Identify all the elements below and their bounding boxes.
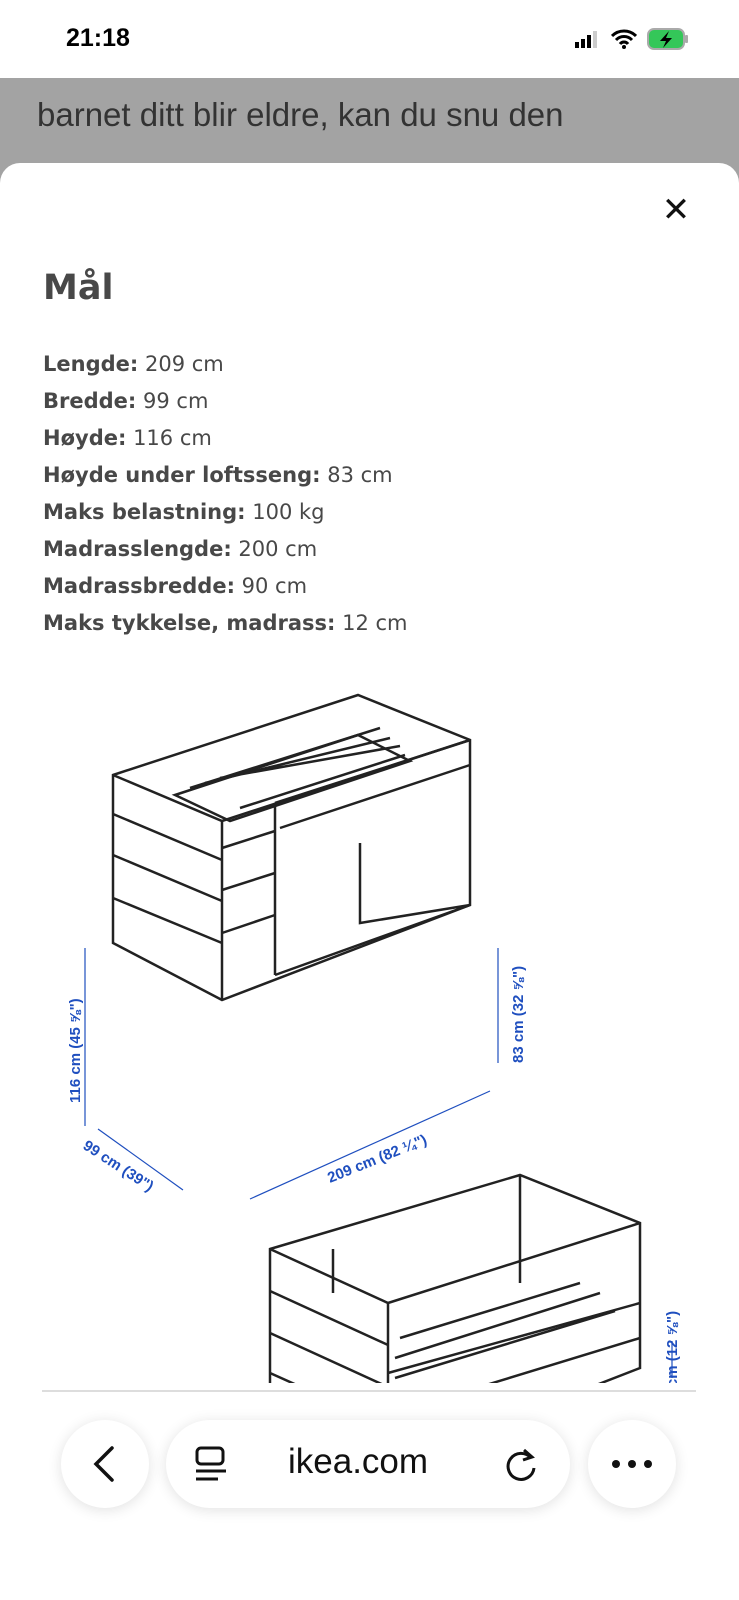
width-label: 99 cm (39") (80, 1137, 157, 1195)
spec-label: Maks belastning: (43, 500, 246, 524)
chevron-left-icon (93, 1446, 114, 1482)
signal-icon (575, 31, 597, 48)
spec-item: Maks belastning: 100 kg (43, 494, 408, 531)
spec-item: Lengde: 209 cm (43, 346, 408, 383)
length-label: 209 cm (82 ¼") (325, 1131, 429, 1186)
spec-label: Madrasslengde: (43, 537, 232, 561)
spec-value: 200 cm (238, 537, 318, 561)
more-icon (612, 1460, 652, 1468)
status-time: 21:18 (66, 24, 130, 52)
spec-item: Bredde: 99 cm (43, 383, 408, 420)
spec-item: Madrasslengde: 200 cm (43, 531, 408, 568)
low-height-label: 32 cm (12 ⅝") (664, 1311, 681, 1383)
status-bar: 21:18 (0, 0, 739, 78)
spec-label: Høyde: (43, 426, 127, 450)
spec-value: 90 cm (241, 574, 308, 598)
close-icon: ✕ (661, 190, 691, 230)
divider (42, 1390, 696, 1392)
spec-item: Høyde under loftsseng: 83 cm (43, 457, 408, 494)
dimension-lines (84, 948, 673, 1378)
spec-label: Bredde: (43, 389, 137, 413)
reader-icon (195, 1446, 226, 1481)
spec-item: Høyde: 116 cm (43, 420, 408, 457)
sheet-title: Mål (43, 268, 114, 308)
spec-item: Maks tykkelse, madrass: 12 cm (43, 605, 408, 642)
browser-toolbar: ikea.com (0, 1420, 739, 1510)
dimensions-sheet: ✕ Mål Lengde: 209 cm Bredde: 99 cm Høyde… (0, 163, 739, 1600)
spec-list: Lengde: 209 cm Bredde: 99 cm Høyde: 116 … (43, 346, 408, 642)
spec-label: Madrassbredde: (43, 574, 235, 598)
address-bar[interactable]: ikea.com (166, 1420, 570, 1508)
wifi-icon (611, 29, 637, 49)
under-height-label: 83 cm (32 ⅝") (510, 966, 527, 1063)
spec-label: Maks tykkelse, madrass: (43, 611, 336, 635)
url-text: ikea.com (288, 1442, 429, 1481)
height-label: 116 cm (45 ⅝") (67, 998, 84, 1103)
reload-icon[interactable] (504, 1446, 540, 1482)
low-bed-drawing (268, 1173, 642, 1383)
spec-value: 12 cm (342, 611, 408, 635)
bed-dimension-diagram: 116 cm (45 ⅝") 99 cm (39") 209 cm (82 ¼"… (67, 693, 681, 1383)
spec-value: 100 kg (252, 500, 325, 524)
spec-value: 116 cm (133, 426, 212, 450)
background-text: barnet ditt blir eldre, kan du snu den (37, 96, 564, 133)
loft-bed-drawing (111, 693, 472, 1002)
spec-value: 83 cm (327, 463, 393, 487)
battery-charging-icon (647, 28, 688, 50)
close-button[interactable]: ✕ (659, 193, 693, 227)
spec-item: Madrassbredde: 90 cm (43, 568, 408, 605)
more-button[interactable] (588, 1420, 676, 1508)
spec-label: Høyde under loftsseng: (43, 463, 321, 487)
back-button[interactable] (61, 1420, 149, 1508)
spec-value: 99 cm (143, 389, 209, 413)
spec-label: Lengde: (43, 352, 139, 376)
spec-value: 209 cm (144, 352, 224, 376)
